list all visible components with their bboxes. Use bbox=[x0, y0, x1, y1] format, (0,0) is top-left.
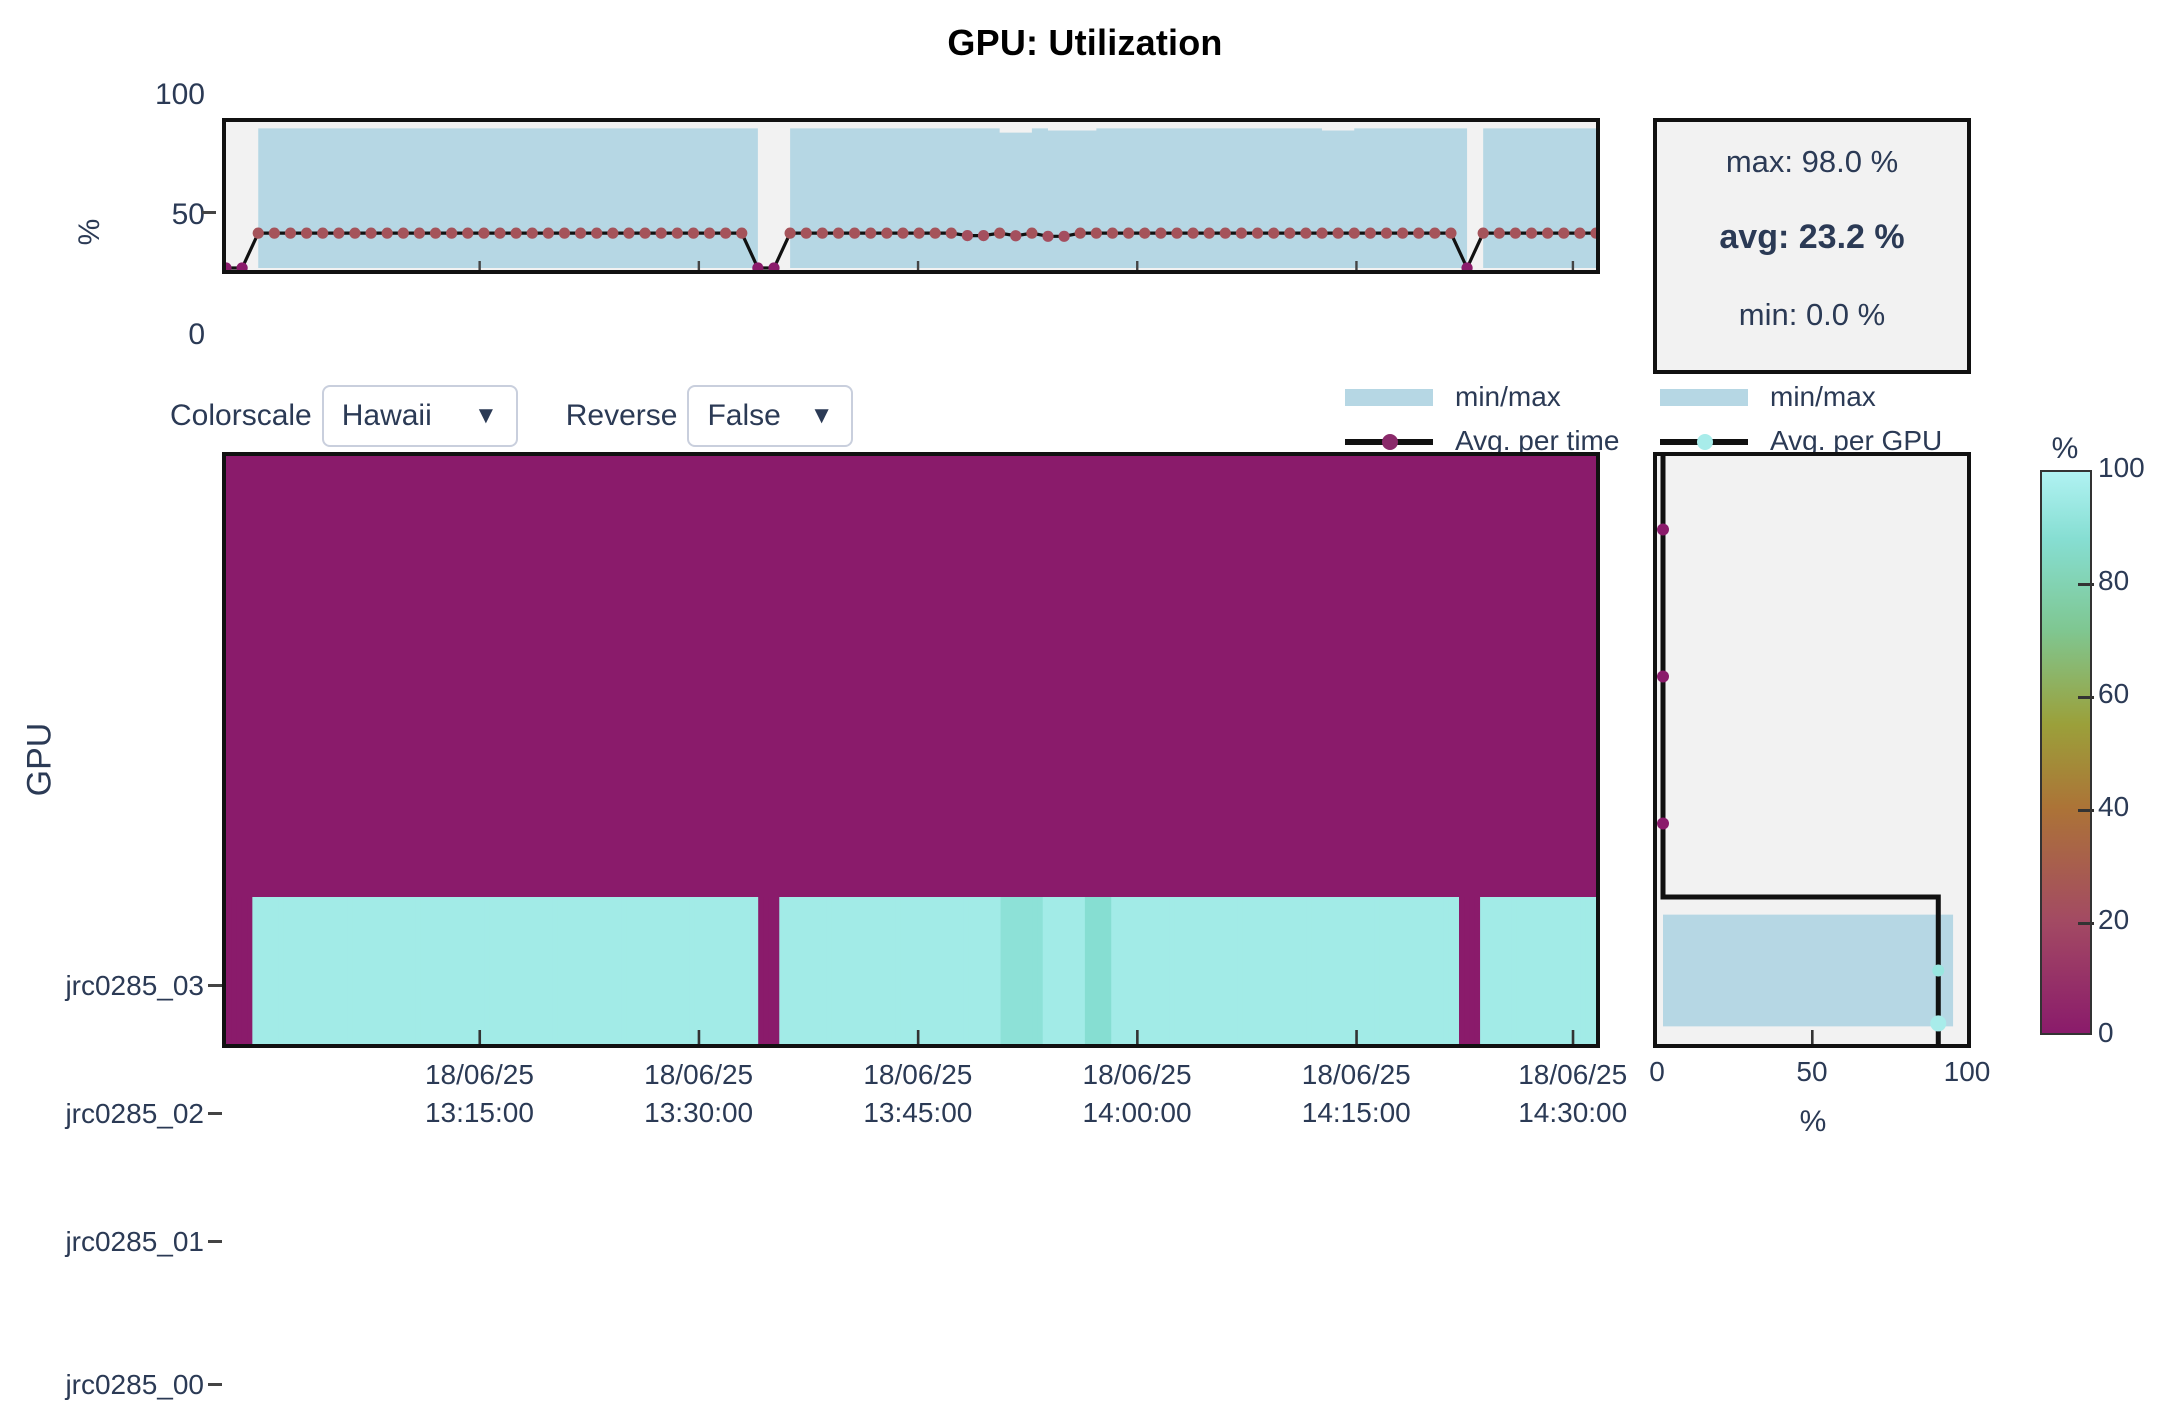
xtick-date: 18/06/25 bbox=[1082, 1059, 1192, 1090]
stats-panel: max: 98.0 % avg: 23.2 % min: 0.0 % bbox=[1653, 118, 1971, 374]
heatmap-xtick-1: 18/06/25 13:30:00 bbox=[599, 1056, 799, 1132]
stat-min: min: 0.0 % bbox=[1738, 297, 1886, 332]
gpu-summary-x-ticks: 0 50 100 bbox=[1600, 1056, 2030, 1100]
colorbar-tickmark-60 bbox=[2078, 696, 2094, 699]
colorbar-tick-60: 60 bbox=[2098, 678, 2130, 709]
stat-avg: avg: 23.2 % bbox=[1719, 218, 1905, 256]
xtick-time: 14:15:00 bbox=[1301, 1097, 1411, 1128]
timeseries-ytick-100: 100 bbox=[154, 78, 205, 111]
reverse-label: Reverse bbox=[565, 399, 678, 432]
heatmap-xtick-0: 18/06/25 13:15:00 bbox=[379, 1056, 579, 1132]
colorbar-tick-40: 40 bbox=[2098, 791, 2130, 822]
heatmap-svg bbox=[226, 456, 1596, 1044]
colorscale-value: Hawaii bbox=[341, 399, 432, 432]
colorbar-tick-20: 20 bbox=[2098, 904, 2130, 935]
stat-max: max: 98.0 % bbox=[1725, 144, 1899, 179]
legend-label-minmax-time: min/max bbox=[1455, 381, 1561, 412]
gpu-summary-plot[interactable] bbox=[1653, 452, 1971, 1048]
colorbar-title: % bbox=[2051, 432, 2079, 465]
avg-line-swatch-icon bbox=[1660, 433, 1748, 450]
legend-label-avg-time: Avg. per time bbox=[1455, 425, 1620, 456]
colorbar-tickmark-40 bbox=[2078, 809, 2094, 812]
timeseries-plot[interactable] bbox=[222, 118, 1600, 274]
heatmap-plot[interactable] bbox=[222, 452, 1600, 1048]
chevron-down-icon: ▼ bbox=[473, 402, 498, 429]
minmax-swatch-icon bbox=[1660, 388, 1748, 406]
colorbar-ticks: 100 80 60 40 20 0 bbox=[2040, 452, 2160, 1048]
avg-line-swatch-icon bbox=[1345, 433, 1433, 450]
colorbar[interactable] bbox=[2040, 470, 2092, 1035]
timeseries-y-ticks: 100 50 0 bbox=[105, 78, 216, 351]
reverse-value: False bbox=[707, 399, 781, 432]
timeseries-ytick-0: 0 bbox=[188, 318, 205, 351]
gpu-summary-xtick-0: 0 bbox=[1649, 1056, 1665, 1087]
xtick-date: 18/06/25 bbox=[1518, 1059, 1628, 1090]
colorscale-dropdown[interactable]: Hawaii ▼ bbox=[321, 385, 518, 447]
legend-label-avg-gpu: Avg. per GPU bbox=[1770, 425, 1943, 456]
xtick-time: 13:30:00 bbox=[644, 1097, 754, 1128]
heatmap-ytick-jrc0285_03: jrc0285_03 bbox=[65, 970, 204, 1001]
timeseries-ytick-mark-50 bbox=[202, 211, 216, 214]
colorscale-label: Colorscale bbox=[170, 399, 312, 432]
reverse-dropdown[interactable]: False ▼ bbox=[687, 385, 854, 447]
colorbar-tickmark-80 bbox=[2078, 583, 2094, 586]
legend-item-avg-gpu[interactable]: Avg. per GPU bbox=[1660, 422, 1942, 460]
timeseries-ytick-50: 50 bbox=[171, 198, 205, 231]
colorbar-tick-0: 0 bbox=[2098, 1017, 2114, 1048]
gpu-legend: min/max Avg. per GPU bbox=[1660, 378, 1942, 466]
gpu-summary-xtick-50: 50 bbox=[1796, 1056, 1828, 1087]
gpu-summary-svg bbox=[1657, 456, 1954, 1044]
timeseries-y-axis-label: % bbox=[73, 218, 106, 246]
xtick-date: 18/06/25 bbox=[644, 1059, 754, 1090]
gpu-summary-xtick-100: 100 bbox=[1943, 1056, 1991, 1087]
page-title: GPU: Utilization bbox=[947, 22, 1223, 63]
xtick-time: 13:45:00 bbox=[863, 1097, 973, 1128]
legend-item-avg-time[interactable]: Avg. per time bbox=[1345, 422, 1619, 460]
heatmap-ytick-jrc0285_01: jrc0285_01 bbox=[65, 1226, 204, 1257]
colorbar-tick-100: 100 bbox=[2098, 452, 2145, 483]
colorbar-tickmark-20 bbox=[2078, 922, 2094, 925]
xtick-time: 13:15:00 bbox=[424, 1097, 534, 1128]
legend-item-minmax-time[interactable]: min/max bbox=[1345, 378, 1619, 416]
chevron-down-icon: ▼ bbox=[809, 402, 834, 429]
minmax-swatch-icon bbox=[1345, 388, 1433, 406]
colorbar-tick-80: 80 bbox=[2098, 565, 2130, 596]
heatmap-xtick-3: 18/06/25 14:00:00 bbox=[1037, 1056, 1237, 1132]
timeseries-legend: min/max Avg. per time bbox=[1345, 378, 1619, 466]
heatmap-ytick-jrc0285_02: jrc0285_02 bbox=[65, 1098, 204, 1129]
heatmap-xtick-4: 18/06/25 14:15:00 bbox=[1256, 1056, 1456, 1132]
heatmap-ytick-jrc0285_00: jrc0285_00 bbox=[65, 1369, 204, 1400]
heatmap-xtick-2: 18/06/25 13:45:00 bbox=[818, 1056, 1018, 1132]
gpu-summary-x-axis-label: % bbox=[1799, 1105, 1827, 1138]
legend-item-minmax-gpu[interactable]: min/max bbox=[1660, 378, 1942, 416]
xtick-time: 14:30:00 bbox=[1518, 1097, 1628, 1128]
xtick-time: 14:00:00 bbox=[1082, 1097, 1192, 1128]
heatmap-y-ticks: jrc0285_03 jrc0285_02 jrc0285_01 jrc0285… bbox=[0, 452, 222, 1400]
timeseries-svg bbox=[226, 128, 1596, 270]
legend-label-minmax-gpu: min/max bbox=[1770, 381, 1876, 412]
xtick-date: 18/06/25 bbox=[863, 1059, 973, 1090]
controls-row: Colorscale Hawaii ▼ Reverse False ▼ bbox=[170, 385, 901, 447]
xtick-date: 18/06/25 bbox=[424, 1059, 534, 1090]
heatmap-xtick-5: 18/06/25 14:30:00 bbox=[1473, 1056, 1673, 1132]
xtick-date: 18/06/25 bbox=[1301, 1059, 1411, 1090]
